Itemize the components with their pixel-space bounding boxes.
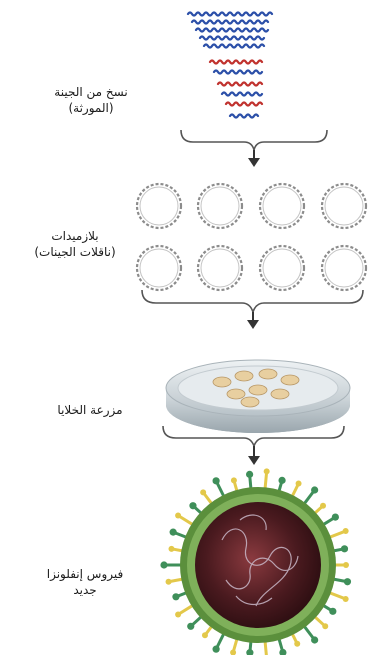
cell-colony: [241, 397, 259, 407]
virus-spike-tip: [344, 578, 351, 585]
plasmid-ring-inner: [201, 187, 239, 225]
virus-spike-tip: [320, 503, 326, 509]
virus-spike-tip: [175, 513, 181, 519]
plasmid-ring-inner: [263, 187, 301, 225]
virus-spike-tip: [166, 579, 172, 585]
virus-spike-tip: [294, 641, 300, 647]
plasmid-ring: [260, 184, 304, 228]
virus-spike-tip: [279, 649, 286, 655]
virus-spike-tip: [278, 477, 285, 484]
virus-spike-tip: [200, 489, 206, 495]
plasmid-ring: [322, 184, 366, 228]
cell-colony: [281, 375, 299, 385]
virus-spike-tip: [175, 611, 181, 617]
down-arrow-3: [248, 446, 260, 465]
dna-strand: [196, 29, 268, 32]
plasmid-ring: [137, 184, 181, 228]
down-arrow-2: [247, 312, 259, 329]
plasmid-ring: [260, 246, 304, 290]
virus-spike-tip: [311, 486, 318, 493]
cell-colony: [227, 389, 245, 399]
virus-spike-tip: [246, 471, 253, 478]
cell-colony: [213, 377, 231, 387]
plasmid-ring-icon: [137, 184, 366, 290]
cell-colony: [259, 369, 277, 379]
plasmid-ring-inner: [263, 249, 301, 287]
virus-spike-tip: [264, 468, 270, 474]
bracket-arrow-2: [142, 290, 363, 312]
dna-strand: [226, 103, 262, 106]
virus-spike-tip: [172, 593, 179, 600]
dna-strand: [204, 45, 264, 48]
virus-spike-tip: [343, 562, 349, 568]
virus-spike-tip: [202, 632, 208, 638]
virus-spike-tip: [168, 546, 174, 552]
virus-spike-tip: [213, 646, 220, 653]
virus-spike-tip: [187, 623, 194, 630]
cell-colony: [271, 389, 289, 399]
dna-strand: [230, 115, 258, 118]
plasmid-ring-inner: [325, 249, 363, 287]
dna-strand: [210, 61, 262, 64]
plasmid-ring-inner: [201, 249, 239, 287]
plasmid-ring: [198, 184, 242, 228]
virus-spike-tip: [231, 477, 237, 483]
down-arrow-1: [248, 150, 260, 167]
dna-strand: [222, 93, 262, 96]
virus-spike-tip: [329, 608, 336, 615]
virus-spike-tip: [213, 477, 220, 484]
virus-spike-tip: [343, 528, 349, 534]
virus-spike-tip: [246, 649, 253, 655]
virus-spike-tip: [343, 596, 349, 602]
plasmid-ring-inner: [325, 187, 363, 225]
plasmid-ring: [322, 246, 366, 290]
plasmid-ring-inner: [140, 187, 178, 225]
virus-spike-tip: [170, 529, 177, 536]
virus-spike-tip: [296, 481, 302, 487]
virus-particle-icon: [160, 468, 351, 655]
bracket-arrow-1: [181, 130, 327, 150]
virus-spike-tip: [332, 513, 339, 520]
virus-spike-tip: [311, 636, 318, 643]
dna-strand: [188, 13, 272, 16]
plasmid-ring: [198, 246, 242, 290]
petri-dish-icon: [166, 360, 350, 433]
plasmid-ring: [137, 246, 181, 290]
dna-strand: [214, 71, 262, 74]
virus-spike-tip: [189, 502, 196, 509]
virus-spike-tip: [322, 623, 328, 629]
dna-strand: [218, 83, 262, 86]
dna-strand: [200, 37, 264, 40]
virus-spike-tip: [341, 545, 348, 552]
plasmid-ring-inner: [140, 249, 178, 287]
dna-strand: [192, 21, 268, 24]
cell-colony: [235, 371, 253, 381]
cell-colony: [249, 385, 267, 395]
virus-spike-tip: [160, 561, 167, 568]
dna-strands-icon: [188, 13, 272, 118]
